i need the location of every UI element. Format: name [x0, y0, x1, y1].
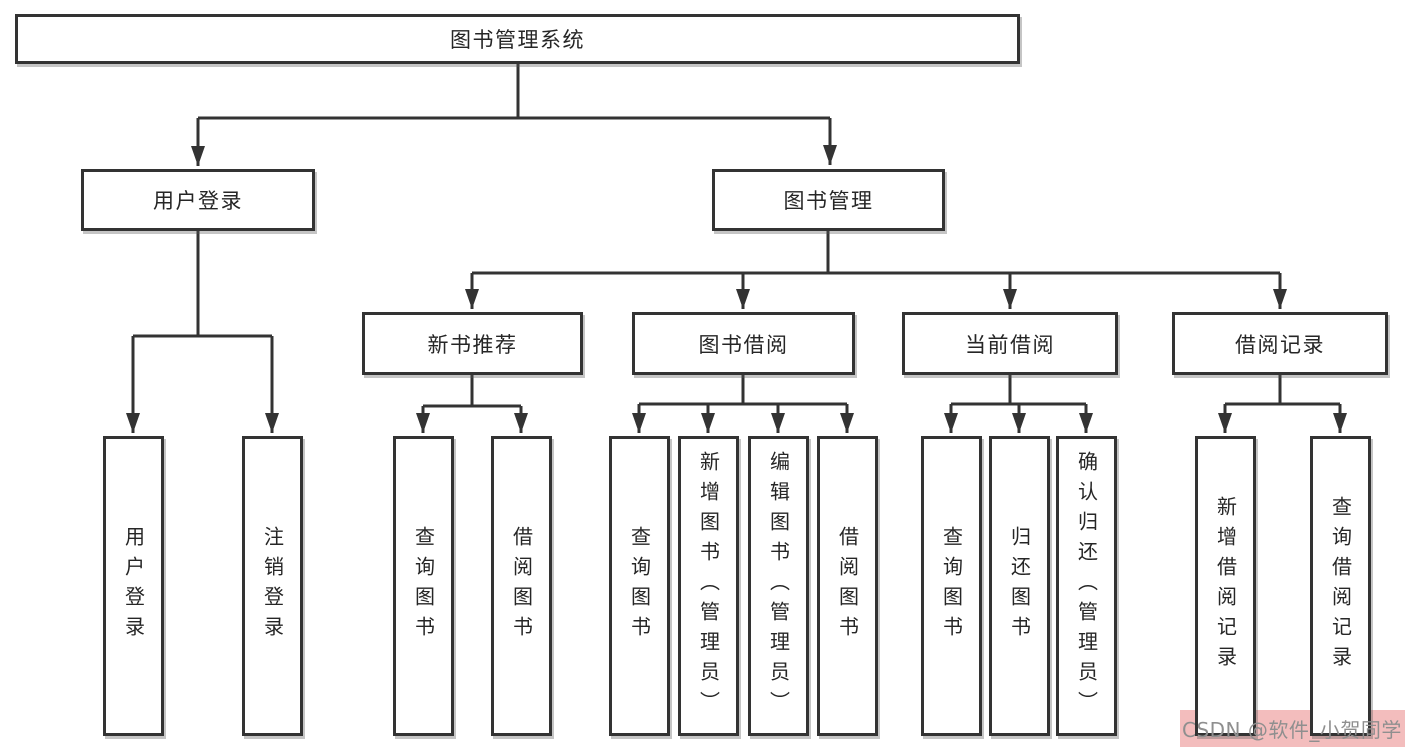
edge-book-borrowing-trunk	[639, 375, 847, 406]
leaf-br-new-record: 新增借阅记录	[1195, 436, 1256, 736]
leaf-bb-add-book-admin-label: 新增图书（管理员）	[696, 451, 721, 721]
node-book-management-label: 图书管理	[783, 189, 874, 213]
leaf-br-new-record-label: 新增借阅记录	[1213, 496, 1238, 676]
node-book-management: 图书管理	[712, 169, 945, 231]
leaf-user-login: 用户登录	[103, 436, 164, 736]
leaf-bb-query-books: 查询图书	[609, 436, 670, 736]
leaf-bb-query-books-label: 查询图书	[627, 526, 652, 646]
node-root-label: 图书管理系统	[450, 28, 585, 52]
edge-borrowing-records-trunk	[1225, 375, 1340, 406]
leaf-br-query-record: 查询借阅记录	[1310, 436, 1371, 736]
edge-book-management-trunk	[472, 231, 1280, 275]
leaf-cb-confirm-return-admin: 确认归还（管理员）	[1056, 436, 1117, 736]
watermark-text: CSDN @软件_小贺同学	[1182, 718, 1402, 742]
leaf-cb-return-books: 归还图书	[989, 436, 1050, 736]
leaf-bb-borrow-books: 借阅图书	[817, 436, 878, 736]
leaf-bb-borrow-books-label: 借阅图书	[835, 526, 860, 646]
leaf-nbr-borrow-books: 借阅图书	[491, 436, 552, 736]
leaf-user-login-label: 用户登录	[121, 526, 146, 646]
leaf-cb-query-books-label: 查询图书	[939, 526, 964, 646]
leaf-nbr-borrow-books-label: 借阅图书	[509, 526, 534, 646]
leaf-cb-return-books-label: 归还图书	[1007, 526, 1032, 646]
edge-root-trunk	[198, 64, 830, 120]
leaf-br-query-record-label: 查询借阅记录	[1328, 496, 1353, 676]
edge-current-borrowing-trunk	[951, 375, 1086, 406]
leaf-logout: 注销登录	[242, 436, 303, 736]
leaf-bb-edit-book-admin: 编辑图书（管理员）	[748, 436, 809, 736]
leaf-nbr-query-books-label: 查询图书	[411, 526, 436, 646]
node-user-login-label: 用户登录	[153, 189, 243, 213]
leaf-bb-edit-book-admin-label: 编辑图书（管理员）	[766, 451, 791, 721]
node-new-book-recommendation: 新书推荐	[362, 312, 583, 375]
edge-new-book-trunk	[423, 375, 521, 408]
node-current-borrowing-label: 当前借阅	[965, 332, 1055, 357]
node-current-borrowing: 当前借阅	[902, 312, 1118, 375]
node-borrowing-records: 借阅记录	[1172, 312, 1388, 375]
node-book-borrowing: 图书借阅	[632, 312, 855, 375]
edge-user-login-trunk	[133, 231, 272, 338]
node-new-book-recommendation-label: 新书推荐	[427, 332, 518, 357]
leaf-nbr-query-books: 查询图书	[393, 436, 454, 736]
node-borrowing-records-label: 借阅记录	[1235, 332, 1325, 357]
node-root: 图书管理系统	[15, 14, 1020, 64]
leaf-cb-query-books: 查询图书	[921, 436, 982, 736]
leaf-logout-label: 注销登录	[260, 526, 285, 646]
node-user-login: 用户登录	[81, 169, 315, 231]
node-book-borrowing-label: 图书借阅	[698, 332, 789, 357]
leaf-bb-add-book-admin: 新增图书（管理员）	[678, 436, 739, 736]
leaf-cb-confirm-return-admin-label: 确认归还（管理员）	[1074, 451, 1099, 721]
